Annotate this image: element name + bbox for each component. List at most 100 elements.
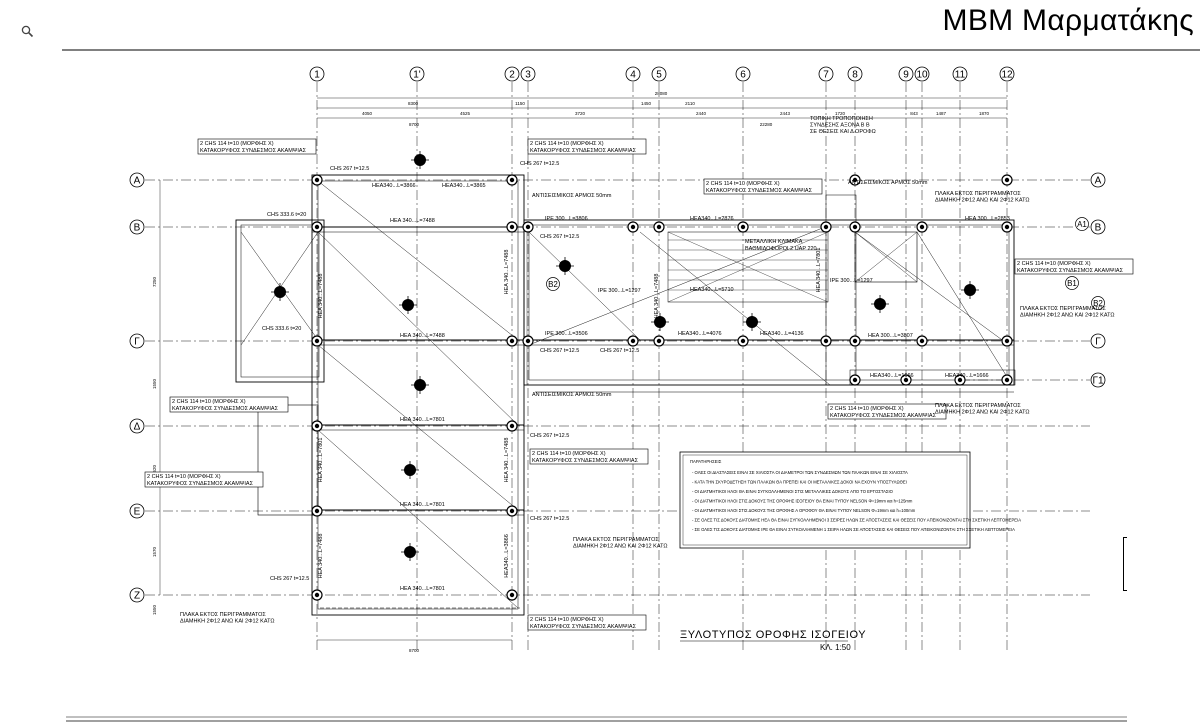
drawing-scale: ΚΛ. 1:50 [820,643,851,652]
axis-label: 8 [852,70,858,81]
callout-labels: 2 CHS 114 t=10 (ΜΟΡΦΗΣ X)ΚΑΤΑΚΟΡΥΦΟΣ ΣΥΝ… [144,116,1134,631]
axis-bubble-left: B [129,219,145,235]
column-marker [311,174,323,186]
member-label: IPE 300...L=1297 [598,288,641,294]
column-marker [311,505,323,517]
member-label: ΜΕΤΑΛΛΙΚΗ ΚΛΙΜΑΚΑ [745,239,803,245]
slab-marker [271,283,289,301]
column-marker [653,335,665,347]
dimension-text: 1520 [152,464,157,475]
axis-label: 3 [525,70,531,81]
axis-label: E [134,507,141,518]
axis-bubble-circle [129,172,145,188]
column-marker [916,221,928,233]
slab-marker [871,295,889,313]
callout-text: ΚΑΤΑΚΟΡΥΦΟΣ ΣΥΝΔΕΣΜΟΣ ΑΚΑΜΨΙΑΣ [200,148,307,154]
dimension-text: 1450 [641,101,652,106]
dimension-text: 1870 [979,111,990,116]
axis-label: Γ [1095,337,1101,348]
column-marker [820,221,832,233]
note-item: - ΟΙ ΔΙΑΤΜΗΤΙΚΟΙ ΗΛΟΙ ΣΤΙΣ ΔΟΚΟΥΣ ΤΗΣ ΟΡ… [692,508,916,513]
dimension-text: 4050 [362,111,373,116]
notes-list: - ΟΛΕΣ ΟΙ ΔΙΑΣΤΑΣΕΙΣ ΕΙΝΑΙ ΣΕ ΧΙΛΙΟΣΤΑ Ο… [692,470,1021,532]
callout-text: ΚΑΤΑΚΟΡΥΦΟΣ ΣΥΝΔΕΣΜΟΣ ΑΚΑΜΨΙΑΣ [530,624,637,630]
dimension-text: 1487 [936,111,947,116]
dimension-text: 1550 [152,604,157,615]
slab-marker [961,281,979,299]
axis-bubble-circle [999,66,1015,82]
callout-text: ΣΕ ΘΕΣΕΙΣ ΚΑΙ Δ ΟΡΟΦΩ [810,129,876,135]
axis-bubble-circle [1090,333,1106,349]
axis-label: B1 [1067,279,1077,288]
axis-bubble-circle [847,66,863,82]
callout-text: ΔΙΑΜΗΚΗ 2Φ12 ΑΝΩ ΚΑΙ 2Φ12 ΚΑΤΩ [1020,313,1114,319]
axis-label: Γ1 [1092,376,1104,387]
dimension-text: 1550 [152,378,157,389]
column-marker [737,221,749,233]
column-marker [820,335,832,347]
callout-text: ΚΑΤΑΚΟΡΥΦΟΣ ΣΥΝΔΕΣΜΟΣ ΑΚΑΜΨΙΑΣ [706,188,813,194]
axis-bubble-circle [129,418,145,434]
callout: 2 CHS 114 t=10 (ΜΟΡΦΗΣ X)ΚΑΤΑΚΟΡΥΦΟΣ ΣΥΝ… [169,396,289,413]
column-marker [849,374,861,386]
column-marker [311,335,323,347]
member-label: ΗΕΑ 300...L=3807 [868,333,913,339]
column-marker [849,335,861,347]
slab-marker [399,296,417,314]
column-marker [506,420,518,432]
dimension-text: 1570 [152,546,157,557]
member-label-vertical: ΗΕΑ 340...L=7488 [504,250,510,295]
column-marker [916,335,928,347]
column-marker [627,335,639,347]
column-marker [522,335,534,347]
callout-text: ΔΙΑΜΗΚΗ 2Φ12 ΑΝΩ ΚΑΙ 2Φ12 ΚΑΤΩ [180,619,274,625]
callout-text: 2 CHS 114 t=10 (ΜΟΡΦΗΣ X) [706,181,780,187]
dimension-text: 3720 [575,111,586,116]
callout-text: 2 CHS 114 t=10 (ΜΟΡΦΗΣ X) [530,617,604,623]
callout: 2 CHS 114 t=10 (ΜΟΡΦΗΣ X)ΚΑΤΑΚΟΡΥΦΟΣ ΣΥΝ… [1014,258,1134,275]
axis-bubble-top: 8 [847,66,863,82]
member-label: ΗΕΑ340...L=3866 [372,183,416,189]
member-label: IPE 300...L=3806 [545,216,588,222]
member-label-vertical: ΗΕΑ 340...L=7488 [504,438,510,483]
member-label: IPE 300...L=1297 [830,278,873,284]
callout-text: ΚΑΤΑΚΟΡΥΦΟΣ ΣΥΝΔΕΣΜΟΣ ΑΚΑΜΨΙΑΣ [830,413,937,419]
axis-label: Δ [134,422,141,433]
callout-text: ΠΛΑΚΑ ΕΚΤΟΣ ΠΕΡΙΓΡΑΜΜΑΤΟΣ [1020,306,1106,312]
callout-text: 2 CHS 114 t=10 (ΜΟΡΦΗΣ X) [200,141,274,147]
member-label-vertical: ΗΕΑ 340...L=7488 [318,534,324,579]
callout: ΑΝΤΙΣΕΙΣΜΙΚΟΣ ΑΡΜΟΣ 50mm [532,392,612,398]
axis-label: 2 [509,70,515,81]
slab-marker [411,151,429,169]
column-marker [311,589,323,601]
magnifier-icon[interactable] [20,24,36,40]
member-label: ΗΕΑ 340...L=7801 [400,502,445,508]
member-label: CHS 267 t=12.5 [520,161,559,167]
column-marker [506,505,518,517]
column-marker [900,374,912,386]
axis-bubble-circle [129,587,145,603]
callout-text: ΣΥΝΔΕΣΗΣ ΑΞΟΝΑ Β Β [810,123,870,129]
axis-bubble-circle [898,66,914,82]
column-marker [1001,221,1013,233]
member-label-vertical: ΗΕΑ 340...L=7801 [318,438,324,483]
callout-text: 2 CHS 114 t=10 (ΜΟΡΦΗΣ X) [147,474,221,480]
axis-label: A [1095,176,1102,187]
column-marker [737,335,749,347]
callout-text: ΔΙΑΜΗΚΗ 2Φ12 ΑΝΩ ΚΑΙ 2Φ12 ΚΑΤΩ [935,198,1029,204]
slab-marker [651,313,669,331]
member-label: CHS 267 t=12.5 [530,433,569,439]
slab-marker [411,376,429,394]
axis-label: 11 [955,70,966,81]
axis-label: A1 [1077,220,1087,229]
axis-bubble-top: 9 [898,66,914,82]
axis-bubble-circle [1091,296,1105,310]
axis-bubble-top: 1' [409,66,425,82]
axis-bubble-circle [409,66,425,82]
member-label: ΗΕΑ340...L=4136 [760,331,804,337]
axis-label: A [134,176,141,187]
dimension-text: 1150 [515,101,525,106]
